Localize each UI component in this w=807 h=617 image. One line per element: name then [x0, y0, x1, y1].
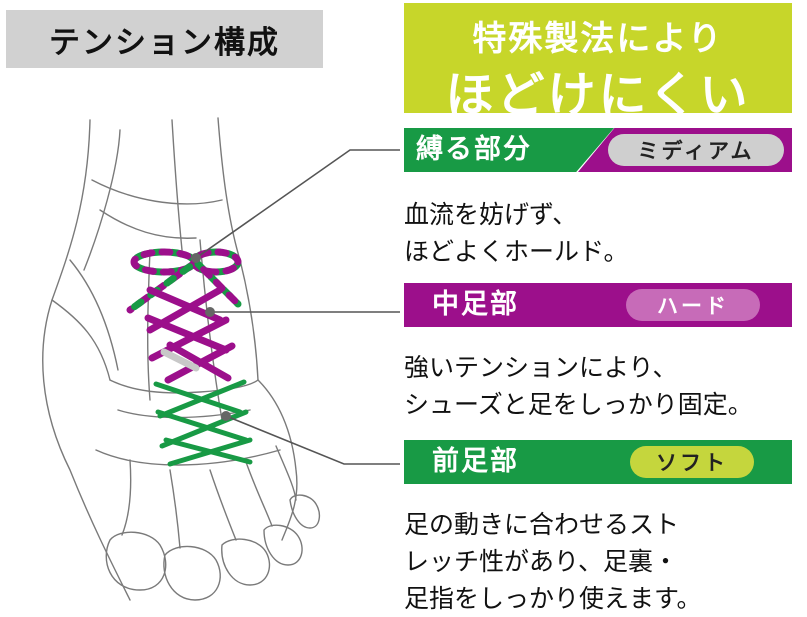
section-label: 縛る部分 — [416, 134, 532, 165]
description-line: レッチ性があり、足裏・ — [404, 547, 679, 576]
section-bar-tying-part: 縛る部分 ミディアム — [404, 128, 792, 172]
headline-line-1: 特殊製法により — [472, 19, 724, 59]
bar-green-segment — [404, 128, 614, 172]
section-bar-midfoot: 中足部 ハード — [404, 283, 792, 327]
section-description: 血流を妨げず、 ほどよくホールド。 — [404, 196, 629, 270]
description-line: 血流を妨げず、 — [404, 200, 578, 229]
section-label: 前足部 — [432, 446, 519, 477]
description-line: ほどよくホールド。 — [404, 237, 629, 266]
section-bar-forefoot: 前足部 ソフト — [404, 440, 792, 484]
description-line: シューズと足をしっかり固定。 — [404, 390, 753, 419]
description-line: 強いテンションにより、 — [404, 353, 678, 382]
description-line: 足の動きに合わせるスト — [404, 510, 680, 539]
headline-banner: 特殊製法により ほどけにくい — [404, 3, 792, 123]
headline-line-2: ほどけにくい — [445, 67, 751, 123]
section-description: 強いテンションにより、 シューズと足をしっかり固定。 — [404, 349, 753, 423]
foot-illustration — [42, 117, 400, 601]
tension-level-badge: ソフト — [630, 446, 754, 478]
description-line: 足指をしっかり使えます。 — [404, 584, 702, 613]
page-title: テンション構成 — [6, 10, 323, 68]
section-label: 中足部 — [432, 289, 519, 320]
tension-level-badge: ハード — [626, 289, 760, 321]
section-description: 足の動きに合わせるスト レッチ性があり、足裏・ 足指をしっかり使えます。 — [404, 506, 702, 617]
tension-level-badge: ミディアム — [608, 134, 784, 166]
